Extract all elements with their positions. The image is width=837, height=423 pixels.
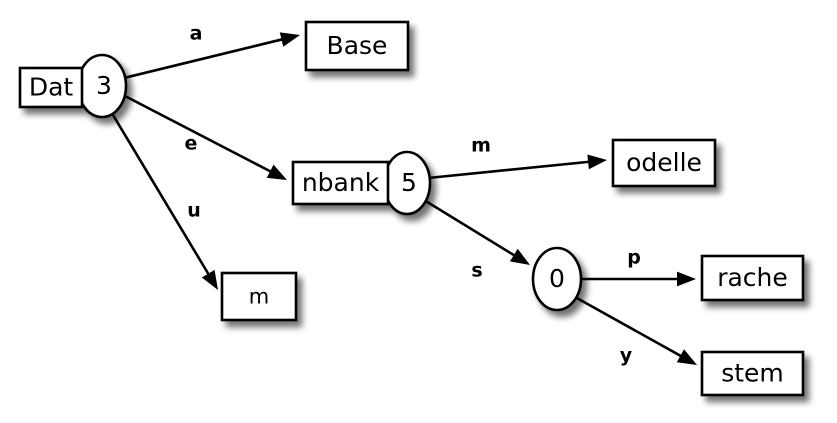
arrow-head-icon <box>201 269 218 290</box>
arrow-head-icon <box>587 154 607 170</box>
edges-layer <box>111 32 697 365</box>
node-ellipse <box>531 246 583 312</box>
arrow-head-icon <box>677 271 696 287</box>
node-ellipse-label: 3 <box>96 71 112 100</box>
edge-line <box>111 113 212 279</box>
arrow-head-icon <box>676 349 697 365</box>
nodes-layer: Dat 3 nbank 5 0 Base m odelle rache stem <box>18 20 805 397</box>
edge-label-edge-e: e <box>185 133 198 155</box>
edge-label-edge-m: m <box>471 135 491 157</box>
edge-s <box>422 198 530 265</box>
edge-e <box>123 94 287 180</box>
edge-line <box>426 160 594 180</box>
node-nbank[interactable]: nbank 5 <box>291 150 432 216</box>
node-label: m <box>249 285 269 309</box>
edge-label-edge-s: s <box>471 260 482 282</box>
node-ellipse-label: 5 <box>401 168 417 197</box>
edge-label-edge-a: a <box>190 23 203 45</box>
node-record-label: Dat <box>29 73 74 102</box>
node-odelle[interactable]: odelle <box>611 138 717 188</box>
edge-line <box>122 37 287 80</box>
node-zero[interactable]: 0 <box>531 246 583 312</box>
node-box <box>611 138 717 188</box>
node-record-box <box>18 66 84 109</box>
edge-line <box>422 198 519 259</box>
edge-line <box>123 94 275 175</box>
edge-u <box>111 113 218 290</box>
node-label: Base <box>327 31 388 60</box>
arrow-head-icon <box>266 164 287 180</box>
edge-y <box>573 295 697 365</box>
node-dat[interactable]: Dat 3 <box>18 53 128 119</box>
node-box <box>700 350 805 397</box>
node-rache[interactable]: rache <box>700 254 805 302</box>
node-label: rache <box>717 263 788 292</box>
node-record-label: nbank <box>302 168 380 197</box>
edge-line <box>573 295 686 359</box>
arrow-head-icon <box>509 248 530 265</box>
node-stem[interactable]: stem <box>700 350 805 397</box>
node-ellipse-label: 0 <box>549 264 565 293</box>
edge-label-edge-y: y <box>620 345 633 367</box>
node-box <box>304 20 410 72</box>
node-box <box>700 254 805 302</box>
edge-labels-layer: a e u m s p y <box>185 23 641 367</box>
node-m_box[interactable]: m <box>220 271 298 322</box>
edge-p <box>578 271 696 287</box>
node-label: stem <box>721 359 784 388</box>
node-record-box <box>291 160 390 206</box>
node-base[interactable]: Base <box>304 20 410 72</box>
edge-a <box>122 32 300 80</box>
node-label: odelle <box>626 148 702 177</box>
edge-m <box>426 154 607 180</box>
edge-label-edge-u: u <box>187 200 201 222</box>
arrow-head-icon <box>279 32 300 47</box>
node-box <box>220 271 298 322</box>
edge-label-edge-p: p <box>627 247 641 269</box>
